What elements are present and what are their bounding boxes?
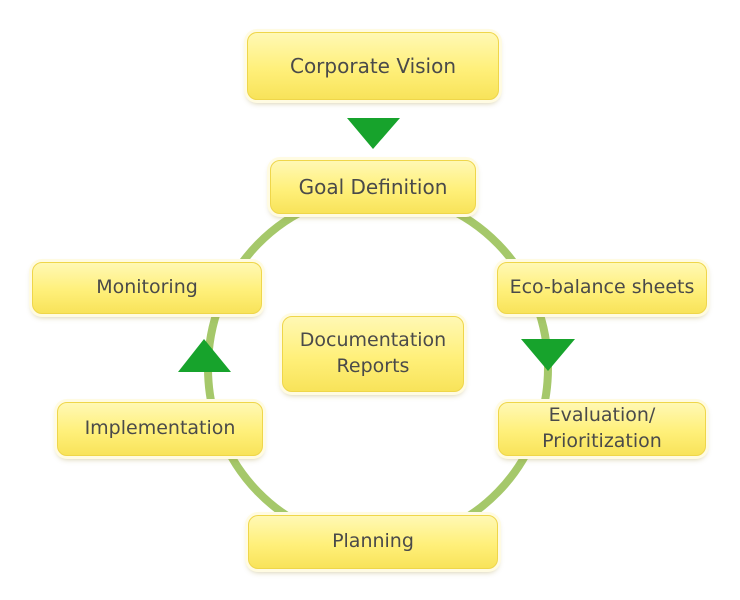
node-evaluation-label-line1: Evaluation/ (548, 404, 656, 427)
node-eco-balance-label: Eco-balance sheets (509, 276, 695, 299)
arrow-down-vision-to-goal (347, 118, 400, 149)
node-monitoring-label: Monitoring (96, 276, 198, 299)
arrow-up-implementation-to-monitoring (178, 339, 231, 372)
node-corporate-vision: Corporate Vision (247, 32, 499, 100)
node-corporate-vision-label: Corporate Vision (289, 53, 457, 78)
node-goal-definition: Goal Definition (270, 160, 476, 214)
node-implementation-label: Implementation (84, 417, 236, 440)
node-documentation-reports: Documentation Reports (282, 316, 464, 392)
node-monitoring: Monitoring (32, 262, 262, 314)
node-planning-label: Planning (332, 530, 414, 553)
node-eco-balance-sheets: Eco-balance sheets (497, 262, 707, 314)
node-implementation: Implementation (57, 402, 263, 456)
node-planning: Planning (248, 515, 498, 569)
node-goal-definition-label: Goal Definition (298, 174, 448, 199)
node-documentation-label-line1: Documentation (299, 329, 447, 352)
node-evaluation-prioritization: Evaluation/ Prioritization (498, 402, 706, 456)
node-documentation-label-line2: Reports (336, 355, 410, 377)
node-evaluation-label-line2: Prioritization (542, 430, 662, 452)
arrow-down-eco-to-evaluation (521, 339, 575, 371)
